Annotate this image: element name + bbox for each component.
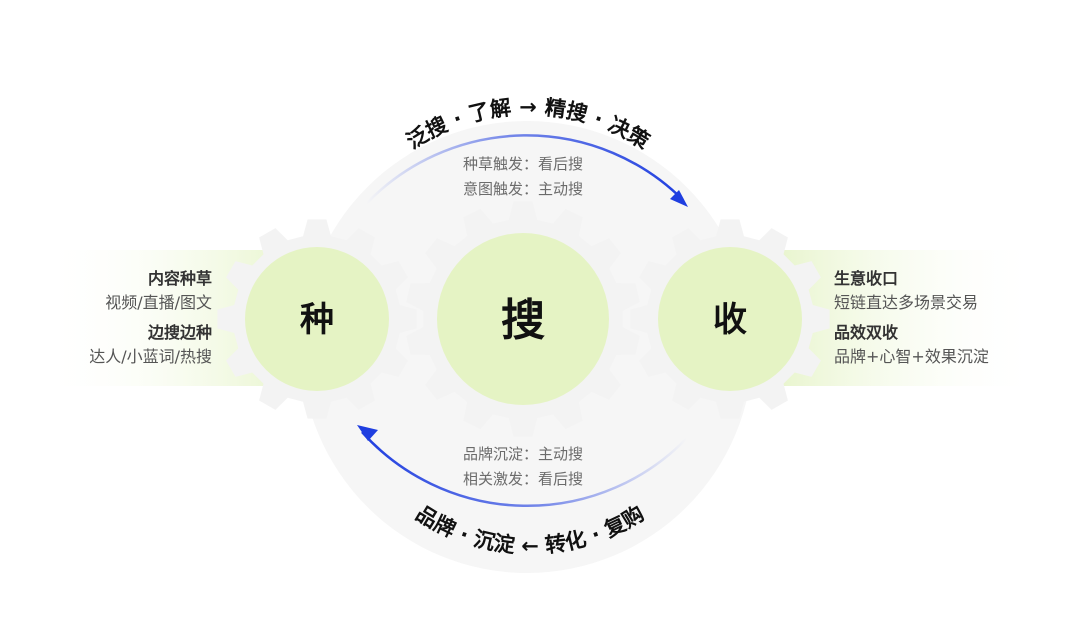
node-right-circle	[658, 247, 802, 391]
right-item-title: 生意收口	[834, 269, 899, 288]
node-right-label: 收	[713, 300, 747, 340]
left-item-title: 内容种草	[147, 269, 212, 288]
right-panel: 生意收口 短链直达多场景交易 品效双收 品牌+心智+效果沉淀	[834, 267, 989, 369]
node-left-circle	[245, 247, 389, 391]
left-item-desc: 达人/小蓝词/热搜	[89, 347, 212, 366]
left-item-desc: 视频/直播/图文	[105, 293, 212, 312]
bottom-arrow-head	[357, 425, 378, 441]
bottom-arrow-arc	[361, 431, 688, 508]
right-item-title: 品效双收	[834, 323, 899, 342]
bottom-note-1: 品牌沉淀：主动搜	[463, 445, 583, 463]
top-arrow-head	[670, 190, 688, 207]
node-center-circle	[437, 233, 609, 405]
node-left-label: 种	[300, 300, 334, 340]
top-note-2: 意图触发：主动搜	[463, 180, 583, 198]
right-item-desc: 品牌+心智+效果沉淀	[834, 347, 989, 366]
left-panel: 内容种草 视频/直播/图文 边搜边种 达人/小蓝词/热搜	[89, 267, 212, 369]
top-arrow-arc	[365, 134, 684, 205]
top-note-1: 种草触发：看后搜	[463, 155, 583, 173]
bottom-note-2: 相关激发：看后搜	[463, 470, 583, 488]
node-center-label: 搜	[501, 295, 545, 346]
right-item-desc: 短链直达多场景交易	[834, 293, 979, 312]
left-item-title: 边搜边种	[147, 323, 212, 342]
